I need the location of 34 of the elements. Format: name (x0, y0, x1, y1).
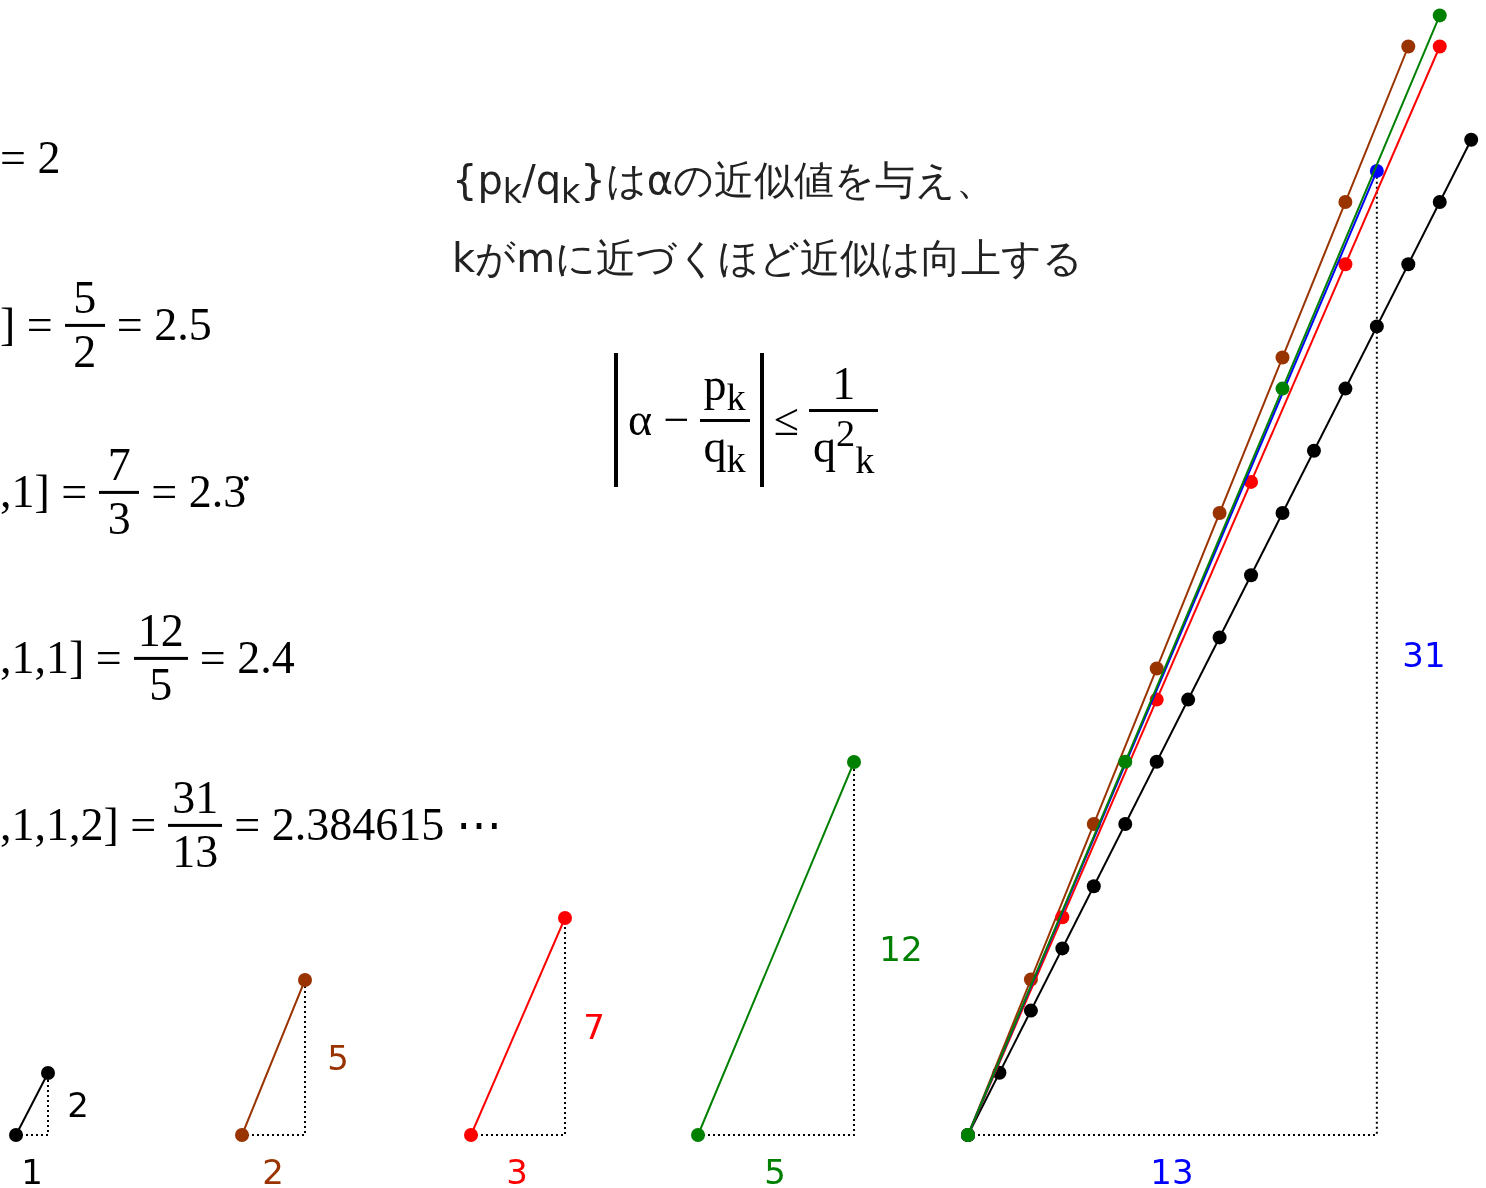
denominator: q$_{k}$ (702, 421, 747, 480)
denominator: 3 (106, 493, 132, 545)
side-length-label: 3 (506, 1155, 528, 1188)
side-length-label: 31 (1402, 638, 1446, 672)
denominator: 2 (72, 326, 98, 378)
equation-text: = 2.4 (199, 632, 295, 684)
side-length-label: 13 (1150, 1155, 1194, 1188)
equation-text: = 2.3̇ (151, 466, 247, 518)
numerator: 31 (171, 772, 220, 824)
numerator: p$_{k}$ (702, 360, 747, 419)
side-length-label: 5 (327, 1041, 349, 1075)
equation-text: ,1] = (0, 466, 88, 518)
equation-text: ,1,1] = (0, 632, 122, 684)
side-length-label: 2 (67, 1088, 89, 1122)
formula-text: ≤ (773, 394, 799, 446)
equation-text: ] = (0, 299, 53, 351)
note-text: kがmに近づくほど近似は向上する (452, 233, 1084, 283)
numerator: 5 (72, 272, 98, 324)
denominator: 13 (171, 826, 220, 878)
equation-text: = 2 (0, 132, 61, 184)
side-length-label: 1 (21, 1155, 43, 1188)
side-length-label: 12 (879, 932, 923, 966)
note-text: {p$_{k}$/q$_{k}$}はαの近似値を与え、 (452, 156, 997, 211)
numerator: 7 (106, 439, 132, 491)
equation-text: = 2.384615 ⋯ (234, 799, 502, 851)
numerator: 12 (136, 605, 185, 657)
side-length-label: 2 (262, 1155, 284, 1188)
formula-text: α − (628, 394, 690, 446)
numerator: 1 (831, 358, 857, 410)
side-length-label: 7 (583, 1010, 605, 1044)
denominator: 5 (148, 659, 174, 711)
equation-text: ,1,1,2] = (0, 799, 157, 851)
side-length-label: 5 (764, 1155, 786, 1188)
equation-text: = 2.5 (116, 299, 212, 351)
